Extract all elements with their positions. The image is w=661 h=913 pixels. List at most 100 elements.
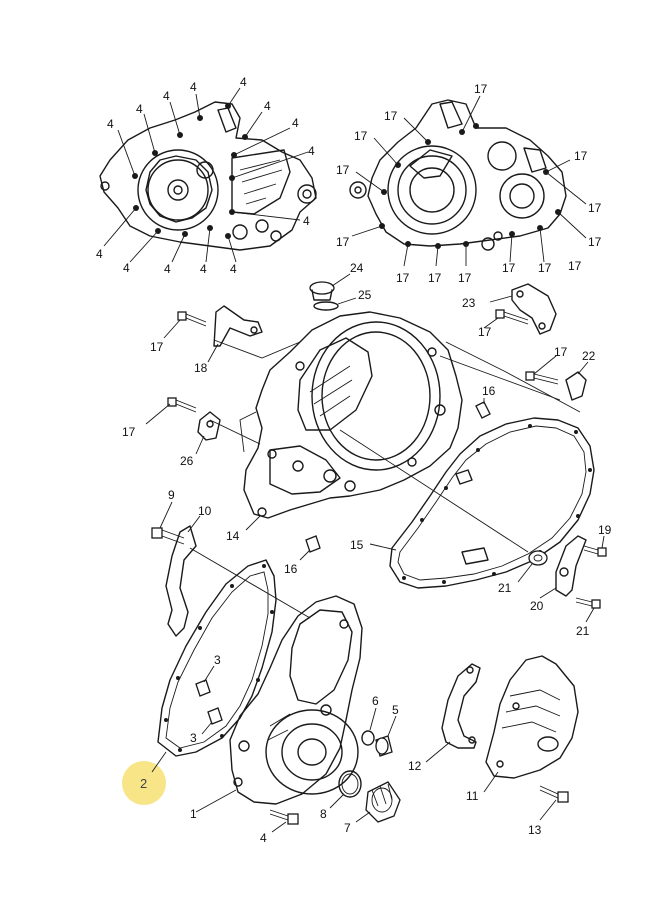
crankcase-left-leaders — [103, 87, 309, 263]
crankcase-right-outline — [349, 99, 567, 251]
callout-14[interactable]: 14 — [226, 529, 240, 543]
bolt-17-upper-right: 17 — [478, 309, 529, 339]
label-14: 14 — [226, 515, 261, 543]
dowel-16-lower: 16 — [284, 535, 321, 576]
callout-4[interactable]: 4 — [292, 116, 299, 130]
seal-19: 21 — [498, 550, 548, 595]
crankcase-right-callouts: 17 17 17 17 17 17 17 17 17 17 17 17 17 — [336, 82, 602, 285]
callout-17[interactable]: 17 — [478, 325, 492, 339]
callout-4[interactable]: 4 — [190, 80, 197, 94]
bolt-17-left-upper: 17 — [150, 311, 207, 354]
callout-19[interactable]: 21 — [498, 581, 512, 595]
clutch-cover-housing — [239, 311, 463, 519]
bolt-17-left-lower: 17 — [122, 397, 197, 439]
sprocket-cover-11: 11 — [466, 655, 579, 803]
callout-23[interactable]: 23 — [462, 296, 476, 310]
callout-8[interactable]: 8 — [320, 807, 327, 821]
dowel-3-lower: 3 — [190, 707, 223, 745]
callout-17[interactable]: 17 — [568, 259, 582, 273]
callout-2[interactable]: 2 — [140, 776, 147, 791]
callout-17[interactable]: 17 — [474, 82, 488, 96]
callout-4[interactable]: 4 — [200, 262, 207, 276]
callout-7[interactable]: 7 — [344, 821, 351, 835]
plate-20: 20 — [530, 535, 587, 613]
generator-cover-1: 1 — [190, 595, 363, 821]
callout-25[interactable]: 25 — [358, 288, 372, 302]
callout-4[interactable]: 4 — [260, 831, 267, 845]
callout-4[interactable]: 4 — [163, 89, 170, 103]
assembly-dashed-guides — [189, 339, 581, 619]
callout-17[interactable]: 17 — [396, 271, 410, 285]
bracket-23: 23 — [462, 283, 557, 335]
bracket-10: 10 — [165, 504, 212, 637]
callout-17[interactable]: 17 — [336, 163, 350, 177]
callout-4[interactable]: 4 — [164, 262, 171, 276]
callout-6[interactable]: 6 — [372, 694, 379, 708]
bracket-18: 18 — [194, 305, 263, 375]
callout-1[interactable]: 1 — [190, 807, 197, 821]
gasket-12: 12 — [408, 663, 481, 773]
callout-4[interactable]: 4 — [96, 247, 103, 261]
callout-17[interactable]: 17 — [554, 345, 568, 359]
callout-17[interactable]: 17 — [588, 235, 602, 249]
callout-22[interactable]: 22 — [582, 349, 596, 363]
callout-4[interactable]: 4 — [308, 144, 315, 158]
callout-4[interactable]: 4 — [136, 102, 143, 116]
callout-17[interactable]: 17 — [588, 201, 602, 215]
o-ring-6: 6 — [361, 694, 379, 746]
bolt-9: 9 — [151, 488, 185, 545]
callout-4[interactable]: 4 — [264, 99, 271, 113]
crankcase-right-leaders — [351, 95, 587, 267]
o-ring-25: 25 — [313, 288, 372, 311]
callout-15[interactable]: 15 — [350, 538, 364, 552]
gasket-15: 15 — [350, 417, 595, 589]
callout-3[interactable]: 3 — [190, 731, 197, 745]
crankcase-left-callouts: 4 4 4 4 4 4 4 4 4 4 4 4 4 4 — [96, 75, 315, 276]
callout-10[interactable]: 10 — [198, 504, 212, 518]
callout-4[interactable]: 4 — [240, 75, 247, 89]
callout-4[interactable]: 4 — [303, 214, 310, 228]
callout-12[interactable]: 12 — [408, 759, 422, 773]
callout-18[interactable]: 18 — [194, 361, 208, 375]
callout-3[interactable]: 3 — [214, 653, 221, 667]
callout-24[interactable]: 24 — [350, 261, 364, 275]
crankcase-left-outline — [99, 101, 317, 251]
dowel-16-upper: 16 — [475, 384, 496, 419]
screw-21-lower: 21 — [575, 597, 601, 638]
callout-4[interactable]: 4 — [230, 262, 237, 276]
callout-17[interactable]: 17 — [384, 109, 398, 123]
callout-4[interactable]: 4 — [107, 117, 114, 131]
plug-5: 5 — [375, 703, 399, 757]
callout-21[interactable]: 19 — [598, 523, 612, 537]
callout-17[interactable]: 17 — [538, 261, 552, 275]
callout-16[interactable]: 16 — [482, 384, 496, 398]
oil-filler-cap-24: 24 — [309, 261, 364, 301]
clip-22: 22 — [565, 349, 596, 401]
callout-17[interactable]: 17 — [122, 425, 136, 439]
callout-9[interactable]: 9 — [168, 488, 175, 502]
gasket-2 — [157, 559, 277, 757]
callout-11[interactable]: 11 — [466, 789, 479, 803]
crankcase-right-extra-callout: 17 — [568, 259, 582, 273]
callout-17[interactable]: 17 — [336, 235, 350, 249]
callout-17[interactable]: 17 — [458, 271, 472, 285]
callout-17[interactable]: 17 — [574, 149, 588, 163]
dowel-3-upper: 3 — [195, 653, 221, 697]
screw-21-upper: 19 — [583, 523, 612, 557]
callout-13[interactable]: 13 — [528, 823, 542, 837]
callout-17[interactable]: 17 — [428, 271, 442, 285]
selected-callout-2[interactable]: 2 — [122, 751, 167, 805]
bolt-17-right: 17 — [525, 345, 568, 385]
callout-26[interactable]: 26 — [180, 454, 194, 468]
callout-21[interactable]: 21 — [576, 624, 590, 638]
callout-17[interactable]: 17 — [502, 261, 516, 275]
callout-16[interactable]: 16 — [284, 562, 298, 576]
callout-17[interactable]: 17 — [354, 129, 368, 143]
o-ring-8: 8 — [320, 770, 362, 821]
callout-20[interactable]: 20 — [530, 599, 544, 613]
callout-17[interactable]: 17 — [150, 340, 164, 354]
crankcase-right-bolt-points — [379, 123, 561, 249]
callout-5[interactable]: 5 — [392, 703, 399, 717]
callout-4[interactable]: 4 — [123, 261, 130, 275]
